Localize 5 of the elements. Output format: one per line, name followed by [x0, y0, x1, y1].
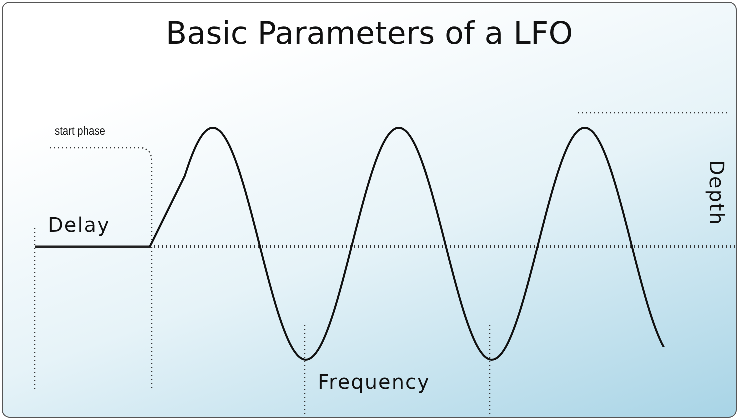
- parameter-label: Depth: [705, 160, 729, 226]
- parameter-label: Frequency: [318, 370, 430, 394]
- parameter-label: Delay: [48, 213, 110, 237]
- annotation-label: start phase: [55, 124, 106, 138]
- title-heading: Basic Parameters of a LFO: [164, 16, 574, 52]
